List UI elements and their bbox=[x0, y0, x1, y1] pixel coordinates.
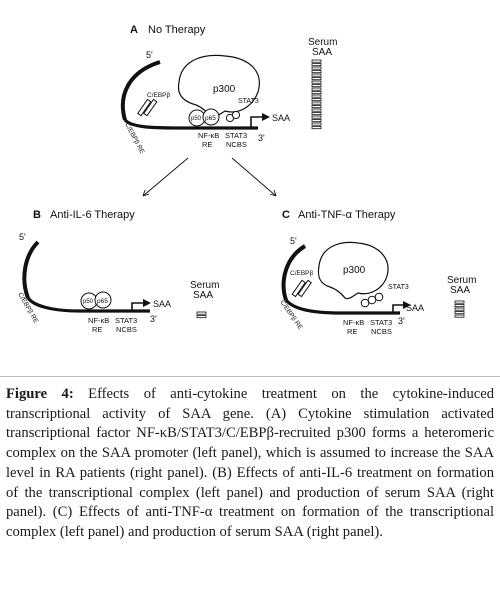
panel-b-nfkb-re-line1: NF-κB bbox=[88, 316, 109, 325]
panel-b-arrowhead bbox=[143, 299, 151, 307]
panel-b-p50-label: p50 bbox=[83, 299, 94, 305]
connector-arrows bbox=[142, 157, 277, 197]
panel-b-title: Anti-IL-6 Therapy bbox=[50, 209, 135, 221]
panel-b-three-prime: 3' bbox=[150, 314, 157, 324]
panel-c-dna-strand bbox=[281, 244, 307, 301]
figure-caption: Figure 4: Effects of anti-cytokine treat… bbox=[6, 385, 494, 543]
panel-a-stat3-ncbs-line1: STAT3 bbox=[225, 131, 247, 140]
panel-c-nfkb-re-line1: NF-κB bbox=[343, 318, 364, 327]
panel-a-transcription-arrow bbox=[250, 116, 262, 128]
panel-c-cebpb-complex-label: C/EBPβ bbox=[290, 270, 314, 277]
panel-c-stat3-label: STAT3 bbox=[388, 284, 409, 291]
panel-a-stat3-circle-2 bbox=[231, 110, 241, 120]
panel-a-nfkb-re-line1: NF-κB bbox=[198, 131, 219, 140]
panel-c-arrowhead bbox=[403, 301, 411, 309]
panel-c-cebpb-bar-2 bbox=[297, 279, 312, 298]
panel-b-p65-label: p65 bbox=[97, 298, 108, 305]
panel-b-letter: B bbox=[33, 209, 41, 221]
panel-a-five-prime: 5' bbox=[146, 50, 153, 60]
panel-b-five-prime: 5' bbox=[19, 232, 26, 242]
panel-c-stat3-circle-1 bbox=[360, 298, 370, 308]
panel-c-three-prime: 3' bbox=[398, 316, 405, 326]
panel-a-p300-shape bbox=[177, 54, 260, 118]
panel-a-letter: A bbox=[130, 24, 138, 36]
panel-b-stat3-ncbs-line1: STAT3 bbox=[115, 316, 137, 325]
panel-b-stat3-ncbs-line2: NCBS bbox=[116, 325, 137, 334]
arrow-to-panel-b bbox=[142, 157, 189, 197]
panel-a: A No Therapy 5' 3' p300 C/EBPβ C/EBPβ RE… bbox=[120, 24, 337, 156]
panel-a-serum-saa-label: SAA bbox=[312, 47, 332, 58]
panel-a-saa-gene: SAA bbox=[272, 113, 290, 123]
panel-b-serum-saa-stack bbox=[196, 311, 207, 319]
panel-b-nfkb-re-line2: RE bbox=[92, 325, 102, 334]
panel-a-serum-saa-stack bbox=[311, 59, 322, 130]
arrow-to-panel-c bbox=[231, 157, 277, 197]
caption-label: Figure 4: bbox=[6, 386, 74, 402]
panel-a-arrowhead bbox=[262, 113, 270, 121]
panel-a-cebpb-bar-1 bbox=[137, 98, 152, 117]
panel-c-stat3-ncbs-line2: NCBS bbox=[371, 327, 392, 336]
panel-c-stat3-circle-3 bbox=[374, 292, 384, 302]
panel-a-p65-label: p65 bbox=[205, 115, 216, 122]
panel-a-nfkb-re-line2: RE bbox=[202, 140, 212, 149]
panel-c-cebpb-bar-1 bbox=[291, 279, 306, 298]
panel-a-p50-label: p50 bbox=[191, 116, 202, 122]
panel-c-serum-saa-label: SAA bbox=[450, 285, 470, 296]
panel-b-p65-oval bbox=[94, 291, 112, 309]
panel-a-cebpb-complex-label: C/EBPβ bbox=[147, 92, 171, 99]
panel-a-title: No Therapy bbox=[148, 24, 206, 36]
panel-c-saa-gene: SAA bbox=[406, 303, 424, 313]
panel-a-stat3-ncbs-line2: NCBS bbox=[226, 140, 247, 149]
panel-c-transcription-arrow bbox=[392, 304, 403, 313]
panel-a-stat3-label: STAT3 bbox=[238, 98, 259, 105]
figure-diagram: A No Therapy 5' 3' p300 C/EBPβ C/EBPβ RE… bbox=[16, 24, 476, 336]
panel-b-dna-strand-lower bbox=[26, 296, 150, 313]
figure-divider bbox=[0, 376, 500, 377]
panel-a-dna-strand-lower bbox=[123, 118, 258, 130]
panel-a-p65-oval bbox=[202, 108, 220, 126]
panel-b-serum-saa-label: SAA bbox=[193, 290, 213, 301]
panel-c: C Anti-TNF-α Therapy 5' 3' p300 C/EBPβ C… bbox=[278, 209, 476, 336]
panel-c-stat3-ncbs-line1: STAT3 bbox=[370, 318, 392, 327]
panel-b-saa-gene: SAA bbox=[153, 299, 171, 309]
panel-c-five-prime: 5' bbox=[290, 236, 297, 246]
panel-b-dna-strand bbox=[22, 240, 40, 299]
panel-b-serum-label: Serum bbox=[190, 280, 219, 291]
panel-c-serum-saa-stack bbox=[454, 300, 465, 318]
panel-c-p300-label: p300 bbox=[343, 265, 366, 276]
panel-c-title: Anti-TNF-α Therapy bbox=[298, 209, 396, 221]
panel-a-serum-label: Serum bbox=[308, 37, 337, 48]
panel-a-dna-strand bbox=[120, 60, 161, 121]
panel-a-cebpb-bar-2 bbox=[143, 98, 158, 117]
panel-b-transcription-arrow bbox=[131, 302, 143, 311]
panel-c-p300-shape bbox=[317, 241, 389, 300]
panel-b: B Anti-IL-6 Therapy 5' 3' C/EBPβ RE p50 … bbox=[16, 209, 219, 334]
panel-a-three-prime: 3' bbox=[258, 133, 265, 143]
panel-a-p300-label: p300 bbox=[213, 84, 236, 95]
panel-c-dna-strand-lower bbox=[284, 298, 400, 315]
panel-c-serum-label: Serum bbox=[447, 275, 476, 286]
panel-c-nfkb-re-line2: RE bbox=[347, 327, 357, 336]
panel-c-letter: C bbox=[282, 209, 290, 221]
caption-text: Effects of anti-cytokine treatment on th… bbox=[6, 386, 494, 540]
panel-c-stat3-circle-2 bbox=[367, 295, 377, 305]
